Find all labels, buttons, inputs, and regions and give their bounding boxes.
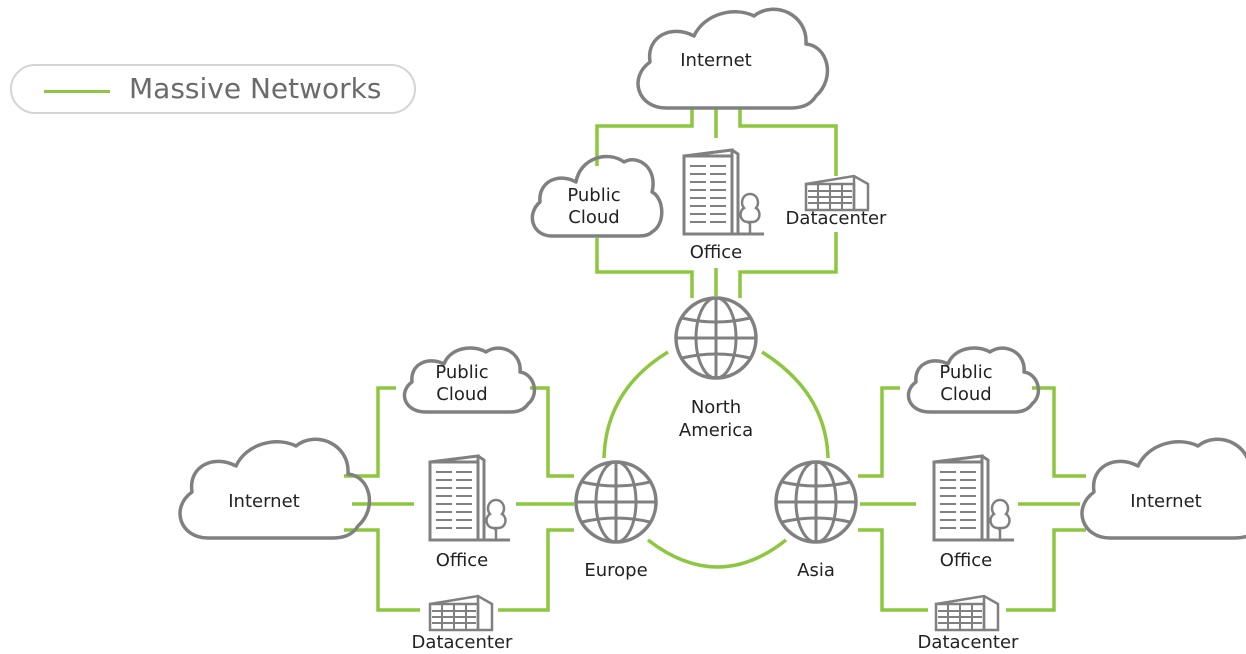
link-asia-public-cloud-internet xyxy=(1032,386,1086,478)
eu-datacenter-label: Datacenter xyxy=(412,632,513,653)
link-north-america-europe xyxy=(602,350,669,459)
na-internet-label: Internet xyxy=(680,50,751,71)
asia-internet-label: Internet xyxy=(1130,491,1201,512)
cloud-icon xyxy=(1080,437,1246,540)
legend: Massive Networks xyxy=(10,64,416,114)
link-asia-hub-datacenter xyxy=(858,528,928,612)
link-europe-asia xyxy=(646,538,788,569)
asia-datacenter-label: Datacenter xyxy=(918,632,1019,653)
office-building-icon xyxy=(682,148,766,236)
datacenter-icon xyxy=(428,594,494,632)
na-public-cloud-label-line1: Public xyxy=(567,185,620,206)
na-office-label: Office xyxy=(690,242,743,263)
eu-hub-label: Europe xyxy=(584,560,647,581)
na-hub-label-line2: America xyxy=(679,420,753,441)
link-north-america-asia xyxy=(761,350,830,459)
link-eu-internet-datacenter xyxy=(344,528,420,612)
link-asia-datacenter-internet xyxy=(1006,528,1086,612)
link-na-internet-datacenter xyxy=(738,108,838,176)
eu-public-cloud-label-line1: Public xyxy=(435,362,488,383)
connection-lines xyxy=(344,108,1086,612)
cloud-icon xyxy=(178,437,372,540)
asia-public-cloud-label-line1: Public xyxy=(939,362,992,383)
link-asia-hub-public-cloud xyxy=(858,386,900,478)
na-hub-label-line1: North xyxy=(691,397,741,418)
datacenter-icon xyxy=(804,174,870,212)
region-asia: Asia Public Cloud Office Datacenter Inte… xyxy=(774,346,1246,653)
office-building-icon xyxy=(428,454,512,542)
asia-hub-label: Asia xyxy=(797,560,835,581)
asia-office-label: Office xyxy=(940,550,993,571)
link-na-public-cloud-hub xyxy=(595,238,694,298)
asia-public-cloud-label-line2: Cloud xyxy=(940,384,991,405)
eu-office-label: Office xyxy=(436,550,489,571)
globe-icon xyxy=(574,460,658,544)
region-north-america: Internet Public Cloud Office Datacenter … xyxy=(530,7,887,441)
datacenter-icon xyxy=(934,594,1000,632)
na-datacenter-label: Datacenter xyxy=(786,208,887,229)
link-eu-internet-public-cloud xyxy=(344,386,396,478)
globe-icon xyxy=(774,460,858,544)
legend-label: Massive Networks xyxy=(129,72,382,105)
link-eu-datacenter-hub xyxy=(498,528,574,612)
eu-public-cloud-label-line2: Cloud xyxy=(436,384,487,405)
legend-line-swatch xyxy=(44,90,110,93)
link-na-datacenter-hub xyxy=(738,232,838,298)
region-europe: Internet Public Cloud Office Datacenter … xyxy=(178,346,658,653)
globe-icon xyxy=(674,296,758,380)
na-public-cloud-label-line2: Cloud xyxy=(568,207,619,228)
eu-internet-label: Internet xyxy=(228,491,299,512)
link-na-internet-public-cloud xyxy=(595,108,694,166)
link-eu-public-cloud-hub xyxy=(530,386,574,478)
office-building-icon xyxy=(932,454,1016,542)
